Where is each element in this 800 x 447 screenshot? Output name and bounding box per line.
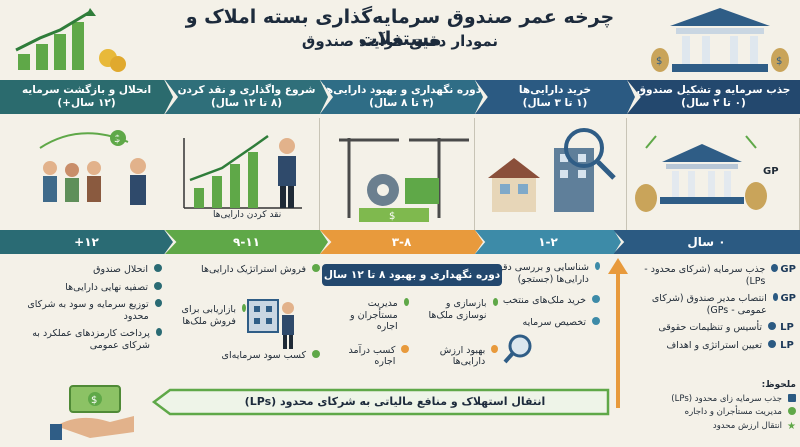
phase-band-4: شروع واگذاری و نقد کردن(۸ تا ۱۲ سال) [165,80,328,114]
gp-label-top: GP [763,166,779,177]
panel-holding: $ [320,118,475,230]
magnifier-icon [503,334,532,364]
timeline-segment-1: ۰ سال [613,230,800,254]
phase-2-range: (۱ تا ۳ سال) [522,97,588,109]
phase-4-title: شروع واگذاری و نقد کردن [177,84,316,96]
phase-band-3: دوره نگهداری و بهبود دارایی‌ها(۳ تا ۸ سا… [320,80,483,114]
legend-item: جذب سرمایه زای محدود (LPs) [630,393,796,406]
legend: ملحوظ: جذب سرمایه زای محدود (LPs) مدیریت… [630,380,796,434]
page-subtitle: نمودار دقیق فرآیند صندوق [301,32,499,50]
list-item: بازاریابی برای فروش ملک‌ها [180,304,246,327]
phase-1-title: جذب سرمایه و تشکیل صندوق [636,84,791,96]
bank-building-icon: $ $ [651,8,789,72]
legend-item: مدیریت مستأجران و داجاره [630,407,796,419]
list-item: تخصیص سرمایه [480,316,600,329]
list-item: بهبود ارزش دارایی‌ها [417,344,498,368]
panel-fundraising: GP [627,118,800,230]
phase-4-range: (۸ تا ۱۲ سال) [210,97,283,109]
panel-acquisition [475,118,627,230]
tax-benefit-banner: انتقال استهلاک و منافع مالیاتی به شرکای … [244,395,546,408]
legend-title: ملحوظ: [761,380,796,390]
timeline-segment-3: ۳-۸ [320,230,483,254]
timeline-segment-5: ۱۲+ [0,230,173,254]
crane-gears-icon: $ [339,138,469,222]
house-magnifier-icon [488,128,616,212]
phase-band-2: خرید دارایی‌ها(۱ تا ۳ سال) [475,80,635,114]
phase-1-range: (۰ تا ۲ سال) [681,97,746,109]
list-item: مدیریت مستأجران و اجاره [328,298,409,333]
panel-exit: نقد کردن دارایی‌ها [173,118,320,230]
svg-text:$: $ [114,134,120,145]
list-exit: فروش استراتژیک دارایی‌ها [180,264,320,282]
phase-3-range: (۳ تا ۸ سال) [369,97,434,109]
exit-chart-icon [183,134,302,209]
exit-marketing: بازاریابی برای فروش ملک‌ها [180,304,246,333]
list-item: بازسازی و نوسازی ملک‌ها [417,298,498,333]
list-liquidation: انحلال صندوق تصفیه نهایی دارایی‌ها توزیع… [12,264,162,357]
growth-chart-icon [15,8,126,72]
holding-header: دوره نگهداری و بهبود ۸ تا ۱۲ سال [322,264,502,286]
up-arrow-icon [608,258,628,408]
phase-band-5: انحلال و بازگشت سرمایه(۱۲ سال+) [0,80,173,114]
list-item: خرید ملک‌های منتخب [480,295,600,307]
list-item: انحلال صندوق [12,264,162,276]
list-item: فروش استراتژیک دارایی‌ها [180,264,320,276]
svg-text:$: $ [91,395,97,406]
for-sale-sign-icon [247,299,294,349]
tax-benefit-banner-shape [151,388,610,416]
timeline-segment-2: ۱-۲ [475,230,621,254]
exit-caption: نقد کردن دارایی‌ها [213,210,282,220]
phase-band-1: جذب سرمایه و تشکیل صندوق(۰ تا ۲ سال) [627,80,800,114]
list-item: کسب درآمد اجاره [328,344,409,368]
list-item: توزیع سرمایه و سود به شرکای محدود [12,299,162,322]
list-item: تصفیه نهایی دارایی‌ها [12,281,162,294]
page-title: چرخه عمر صندوق سرمایه‌گذاری بسته املاک و… [185,6,615,50]
svg-text:$: $ [656,56,662,67]
list-holding: بازسازی و نوسازی ملک‌ها مدیریت مستأجران … [328,298,498,374]
list-item: پرداخت کارمزدهای عملکرد به شرکای عمومی [12,328,162,351]
fund-bank-icon [635,135,767,212]
money-hand-icon: $ [50,385,134,440]
phase-5-range: (۱۲ سال+) [57,97,116,109]
timeline-segment-4: ۹-۱۱ [165,230,328,254]
svg-text:$: $ [389,211,395,222]
exit-profit: کسب سود سرمایه‌ای [180,350,320,368]
list-item: شناسایی و بررسی دقیق دارایی‌ها (جستجو) [480,262,600,285]
people-distribution-icon: $ [39,130,146,205]
svg-text:$: $ [776,56,782,67]
list-item: کسب سود سرمایه‌ای [180,350,320,362]
star-icon: ★ [787,420,796,432]
legend-item: ★انتقال ارزش محدود [712,420,796,432]
phase-3-title: دوره نگهداری و بهبود دارایی‌ها [321,84,482,96]
phase-5-title: انحلال و بازگشت سرمایه [21,84,152,96]
panel-liquidation: $ [0,118,173,230]
phase-2-title: خرید دارایی‌ها [518,84,592,96]
list-acquisition: شناسایی و بررسی دقیق دارایی‌ها (جستجو) خ… [480,262,600,334]
